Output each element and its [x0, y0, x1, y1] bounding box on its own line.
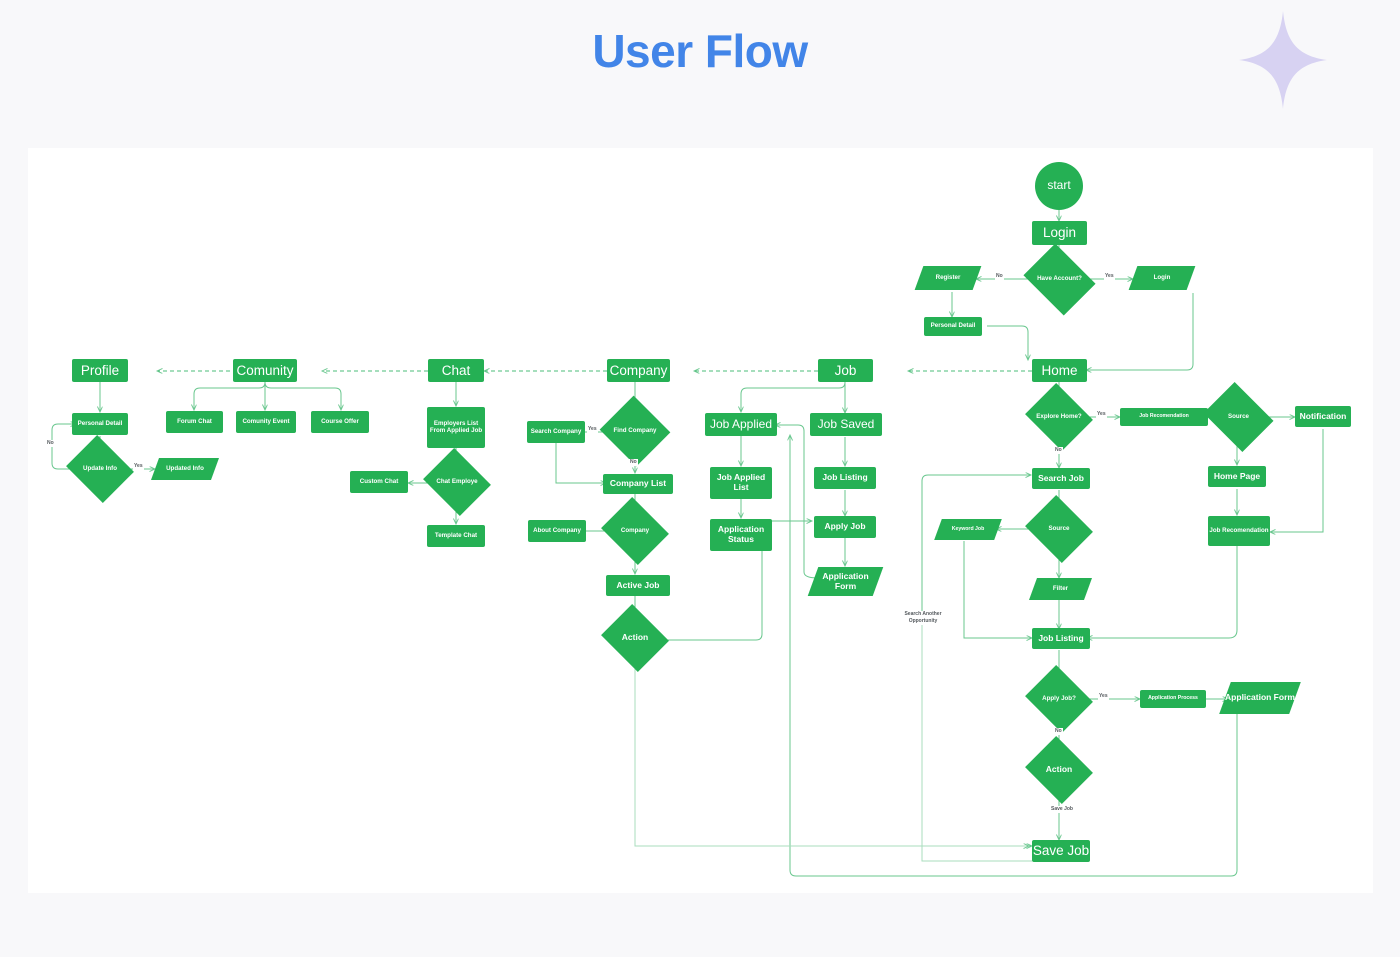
node-active-job[interactable]: Active Job — [606, 575, 670, 596]
node-company[interactable]: Company — [607, 359, 670, 382]
node-action-right[interactable]: Action — [1025, 736, 1093, 804]
node-login-alt-label: Login — [1153, 273, 1171, 281]
node-start[interactable]: start — [1035, 162, 1083, 210]
node-template-chat[interactable]: Template Chat — [427, 525, 485, 547]
edge-label-search-another: Search Another Opportunity — [898, 611, 948, 625]
node-apply-job-q-label: Apply Job? — [1042, 694, 1076, 702]
node-comunity-event[interactable]: Comunity Event — [236, 411, 296, 433]
node-job-applied[interactable]: Job Applied — [705, 413, 777, 436]
node-company-list[interactable]: Company List — [603, 474, 673, 494]
node-custom-chat[interactable]: Custom Chat — [350, 471, 408, 493]
node-company-diamond[interactable]: Company — [601, 497, 669, 565]
flowchart-canvas: start Login Have Account? Register Login… — [28, 148, 1373, 893]
edge-label-yes-account: Yes — [1104, 273, 1115, 280]
node-have-account-label: Have Account? — [1037, 275, 1082, 283]
edge-label-yes-update: Yes — [133, 463, 144, 470]
node-source-right[interactable]: Source — [1203, 381, 1274, 453]
edge-label-no-explore: No — [1054, 447, 1063, 454]
node-profile[interactable]: Profile — [72, 359, 128, 382]
node-explore-home-label: Explore Home? — [1036, 412, 1082, 420]
node-filter[interactable]: Filter — [1028, 578, 1093, 600]
node-updated-info-label: Updated Info — [166, 464, 204, 472]
node-apply-job-q[interactable]: Apply Job? — [1025, 665, 1093, 733]
node-action-company[interactable]: Action — [601, 604, 669, 672]
node-chat-employe-label: Chat Employe — [436, 477, 478, 485]
node-course-offer[interactable]: Course Offer — [311, 411, 369, 433]
edge-label-yes-apply: Yes — [1098, 693, 1109, 700]
node-filter-label: Filter — [1052, 584, 1069, 592]
node-source-right-label: Source — [1228, 412, 1249, 420]
node-job-saved[interactable]: Job Saved — [810, 413, 882, 436]
node-action-company-label: Action — [621, 632, 649, 643]
node-apply-job[interactable]: Apply Job — [814, 516, 876, 538]
node-register[interactable]: Register — [914, 266, 982, 290]
node-application-status[interactable]: Application Status — [710, 519, 772, 551]
edge-label-yes-find-company: Yes — [587, 426, 598, 433]
node-register-label: Register — [935, 273, 961, 281]
node-about-company[interactable]: About Company — [528, 520, 586, 542]
node-action-right-label: Action — [1045, 764, 1073, 775]
edge-label-no-find-company: No — [629, 459, 638, 466]
node-chat-employe[interactable]: Chat Employe — [423, 448, 491, 516]
four-point-star-icon — [1239, 11, 1327, 109]
edge-label-no-update: No — [46, 440, 55, 447]
node-search-company[interactable]: Search Company — [527, 421, 585, 443]
node-update-info[interactable]: Update Info — [66, 435, 134, 503]
node-keyword-job[interactable]: Keyword Job — [934, 519, 1002, 540]
node-update-info-label: Update Info — [82, 464, 118, 472]
node-application-process[interactable]: Application Process — [1140, 690, 1206, 708]
node-find-company-label: Find Company — [613, 426, 657, 434]
node-forum-chat[interactable]: Forum Chat — [166, 411, 223, 433]
node-login[interactable]: Login — [1032, 221, 1087, 245]
node-source-mid-label: Source — [1048, 524, 1070, 532]
node-job-applied-list[interactable]: Job Applied List — [710, 467, 772, 499]
node-job[interactable]: Job — [818, 359, 873, 382]
node-chat[interactable]: Chat — [428, 359, 484, 382]
node-comunity[interactable]: Comunity — [233, 359, 297, 382]
node-search-job[interactable]: Search Job — [1032, 468, 1090, 489]
page-title: User Flow — [592, 25, 808, 77]
node-job-recomendation-right[interactable]: Job Recomendation — [1208, 516, 1270, 546]
node-application-form-left[interactable]: Application Form — [807, 567, 884, 596]
node-explore-home[interactable]: Explore Home? — [1025, 383, 1093, 451]
node-company-diamond-label: Company — [620, 526, 650, 534]
node-job-recomendation-top[interactable]: Job Recomendation — [1120, 408, 1208, 426]
node-personal-detail[interactable]: Personal Detail — [72, 413, 128, 435]
node-login-alt[interactable]: Login — [1128, 266, 1196, 290]
node-application-form-left-label: Application Form — [822, 570, 869, 591]
node-find-company[interactable]: Find Company — [599, 395, 671, 467]
edge-label-yes-explore: Yes — [1096, 411, 1107, 418]
node-source-mid[interactable]: Source — [1025, 495, 1093, 563]
node-updated-info[interactable]: Updated Info — [150, 458, 220, 480]
node-save-job[interactable]: Save Job — [1032, 840, 1090, 862]
node-employers-list[interactable]: Employers List From Applied Job — [427, 407, 485, 448]
edge-label-no-account: No — [995, 273, 1004, 280]
page-header: User Flow — [0, 0, 1400, 148]
node-have-account[interactable]: Have Account? — [1023, 243, 1096, 316]
node-job-listing-left[interactable]: Job Listing — [814, 467, 876, 489]
node-home-page[interactable]: Home Page — [1208, 466, 1266, 487]
node-home[interactable]: Home — [1032, 359, 1087, 382]
node-notification[interactable]: Notification — [1295, 406, 1351, 427]
node-keyword-job-label: Keyword Job — [951, 525, 985, 532]
node-personal-detail-top[interactable]: Personal Detail — [924, 317, 982, 336]
edge-label-no-apply: No — [1054, 728, 1063, 735]
node-job-listing-right[interactable]: Job Listing — [1032, 628, 1090, 649]
node-application-form-right[interactable]: Application Form — [1219, 682, 1301, 714]
flowchart-edges — [51, 209, 1324, 877]
node-application-form-right-label: Application Form — [1225, 692, 1295, 703]
edge-label-save-job: Save Job — [1049, 806, 1075, 813]
